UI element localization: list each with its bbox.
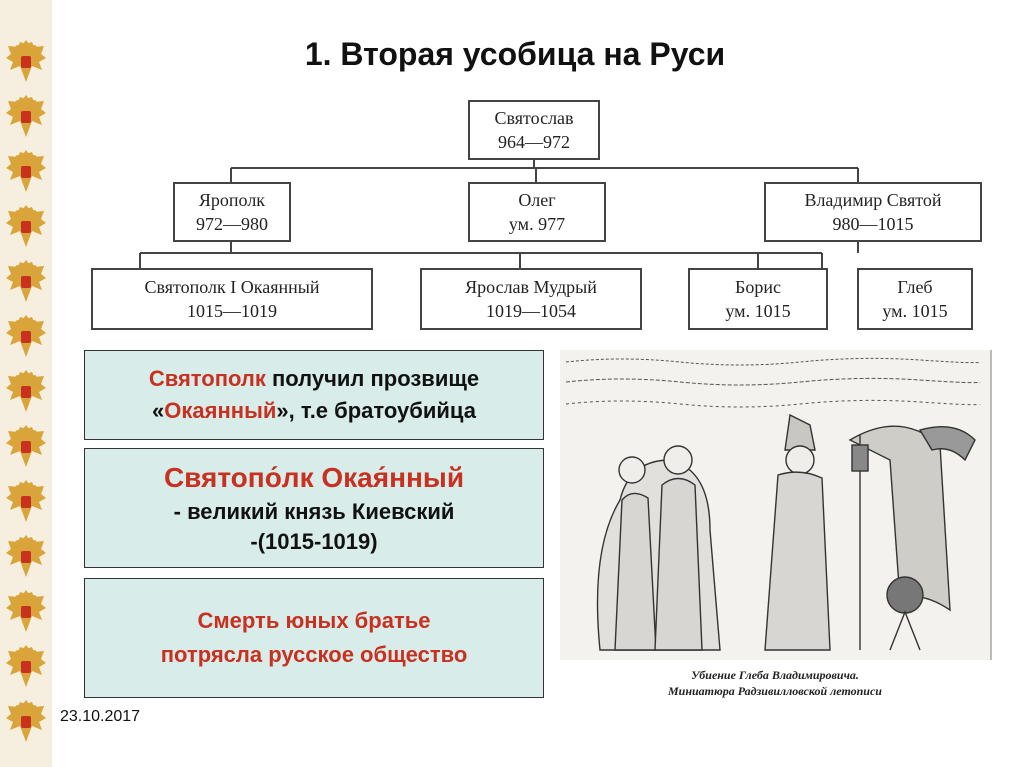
tree-node-vladimir: Владимир Святой 980—1015 [764, 182, 982, 242]
tree-node-name: Борис [735, 277, 781, 297]
tree-node-gleb: Глеб ум. 1015 [857, 268, 973, 330]
eagle-emblem-icon [6, 480, 46, 522]
info-box-grand-prince: Святопо́лк Окая́нный - великий князь Кие… [84, 448, 544, 568]
tree-node-years: ум. 1015 [725, 301, 791, 321]
highlight-text: Святополк [148, 366, 266, 391]
tree-node-name: Ярополк [198, 190, 266, 210]
tree-node-name: Святополк I Окаянный [144, 277, 320, 297]
tree-node-name: Глеб [897, 277, 933, 297]
tree-node-yaroslav: Ярослав Мудрый 1019—1054 [420, 268, 642, 330]
page-title: 1. Вторая усобица на Руси [304, 36, 726, 72]
eagle-emblem-icon [6, 425, 46, 467]
miniature-caption-line2: Миниатюра Радзивилловской летописи [668, 684, 882, 698]
info-box-nickname: Святополк получил прозвище «Окаянный», т… [84, 350, 544, 440]
tree-node-sviatoslav: Святослав 964—972 [468, 100, 600, 160]
tree-node-boris: Борис ум. 1015 [688, 268, 828, 330]
tree-node-years: ум. 977 [508, 214, 566, 234]
tree-node-sviatopolk: Святополк I Окаянный 1015—1019 [91, 268, 373, 330]
tree-node-name: Ярослав Мудрый [465, 277, 597, 297]
eagle-emblem-icon [6, 260, 46, 302]
info-text: получил прозвище [265, 366, 480, 391]
miniature-caption-line1: Убиение Глеба Владимировича. [691, 668, 859, 682]
tree-node-yaropolk: Ярополк 972—980 [173, 182, 291, 242]
eagle-emblem-icon [6, 205, 46, 247]
info-heading: Святопо́лк Окая́нный [163, 462, 465, 493]
info-box-society: Смерть юных братье потрясла русское обще… [84, 578, 544, 698]
info-text: », т.е братоубийца [276, 398, 476, 423]
tree-node-years: 964—972 [498, 132, 570, 152]
eagle-emblem-icon [6, 95, 46, 137]
info-text: - великий князь Киевский [173, 499, 455, 524]
tree-node-name: Святослав [494, 108, 574, 128]
tree-node-years: 1015—1019 [187, 301, 277, 321]
highlight-text: Окаянный [164, 398, 277, 423]
tree-node-years: 980—1015 [832, 214, 914, 234]
tree-node-oleg: Олег ум. 977 [468, 182, 606, 242]
tree-node-years: 1019—1054 [486, 301, 576, 321]
tree-node-years: 972—980 [196, 214, 268, 234]
info-text: « [152, 398, 165, 423]
decorative-stripe [0, 0, 52, 767]
slide-date: 23.10.2017 [60, 708, 141, 725]
eagle-emblem-icon [6, 40, 46, 82]
eagle-emblem-icon [6, 315, 46, 357]
eagle-emblem-icon [6, 370, 46, 412]
eagle-emblem-icon [6, 590, 46, 632]
info-text: Смерть юных братье [197, 608, 431, 633]
info-text: потрясла русское общество [160, 642, 468, 667]
tree-connectors [139, 158, 859, 268]
eagle-emblem-icon [6, 535, 46, 577]
eagle-emblem-icon [6, 700, 46, 742]
tree-node-years: ум. 1015 [882, 301, 948, 321]
tree-node-name: Олег [518, 190, 556, 210]
chronicle-miniature [560, 350, 992, 660]
miniature-drawing [565, 357, 981, 651]
info-text: -(1015-1019) [250, 529, 378, 554]
eagle-emblem-icon [6, 645, 46, 687]
eagle-emblem-icon [6, 150, 46, 192]
tree-node-name: Владимир Святой [804, 190, 942, 210]
